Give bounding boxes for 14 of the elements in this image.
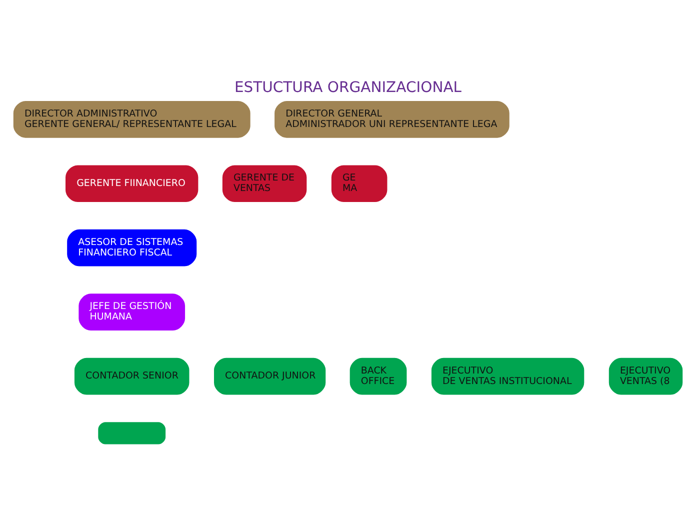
node-box: ASESOR DE SISTEMAS FINANCIERO FISCAL xyxy=(66,228,198,267)
node-box: CONTADOR JUNIOR xyxy=(212,356,327,396)
node-box: EJECUTIVO VENTAS (8 xyxy=(608,356,684,396)
node-box: EJECUTIVO DE VENTAS INSTITUCIONAL xyxy=(430,356,586,396)
node-box: DIRECTOR GENERAL ADMINISTRADOR UNI REPRESENTANTE LEGA xyxy=(274,99,510,138)
node-box: BACK OFFICE xyxy=(348,356,408,396)
diagram-title: ESTUCTURA ORGANIZACIONAL xyxy=(234,78,462,96)
node-box: GERENTE DE VENTAS xyxy=(221,164,308,203)
node-box: CONTADOR SENIOR xyxy=(73,356,190,396)
node-box xyxy=(97,420,167,445)
node-box: GE MA xyxy=(330,164,388,203)
node-box: JEFE DE GESTIÓN HUMANA xyxy=(78,292,186,332)
node-box: DIRECTOR ADMINISTRATIVO GERENTE GENERAL/ REPRESENTANTE LEGAL xyxy=(12,99,252,138)
node-box: GERENTE FIINANCIERO xyxy=(64,164,200,203)
